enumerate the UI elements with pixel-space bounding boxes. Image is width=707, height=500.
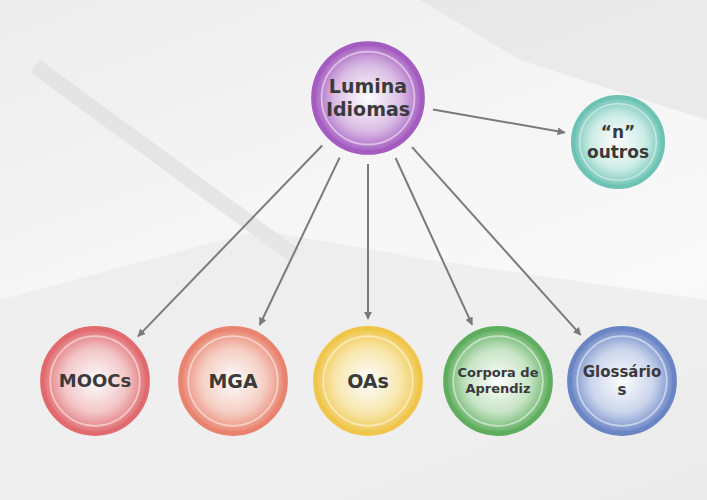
node-text-group: Glossários — [580, 363, 665, 399]
arrow-connector — [396, 158, 473, 325]
faded-notebook — [420, 0, 707, 120]
arrow-connector — [433, 109, 565, 132]
node-text-group: Corpora de Aprendiz — [456, 365, 541, 396]
node-label: MGA — [208, 370, 257, 393]
arrow-connector — [138, 146, 322, 337]
node-label: OAs — [347, 370, 389, 393]
circle-highlight — [322, 52, 415, 145]
node-text-group: “n” outros — [582, 122, 655, 163]
node-label: MOOCs — [59, 370, 131, 392]
circle-highlight — [577, 336, 667, 426]
circle-shape — [42, 328, 147, 433]
arrow-connector — [260, 158, 340, 325]
circle-highlight — [50, 336, 140, 426]
circle-shape — [573, 97, 663, 187]
circle-highlight — [323, 336, 413, 426]
node-text-group: OAs — [347, 370, 389, 393]
circle-shape — [569, 328, 674, 433]
arrow-connector — [367, 164, 369, 319]
circle-node: MGA — [177, 325, 289, 437]
circle-node: OAs — [312, 325, 424, 437]
circle-shape — [313, 43, 422, 152]
circle-highlight — [188, 336, 278, 426]
node-label: “n” outros — [582, 122, 655, 163]
circle-shape — [315, 328, 420, 433]
circle-node: MOOCs — [39, 325, 151, 437]
circle-node: “n” outros — [570, 94, 666, 190]
circle-shape — [180, 328, 285, 433]
node-label: Lumina Idiomas — [324, 75, 412, 121]
node-text-group: MOOCs — [59, 370, 131, 392]
node-label: Glossários — [580, 363, 665, 399]
arrow-connector — [412, 147, 580, 335]
faded-paper — [0, 230, 707, 500]
circle-node: Corpora de Aprendiz — [442, 325, 554, 437]
node-text-group: MGA — [208, 370, 257, 393]
circle-shape — [445, 328, 550, 433]
circle-node: Lumina Idiomas — [310, 40, 426, 156]
circle-highlight — [580, 104, 657, 181]
circle-node: Glossários — [566, 325, 678, 437]
node-label: Corpora de Aprendiz — [456, 365, 541, 396]
node-text-group: Lumina Idiomas — [324, 75, 412, 121]
circle-highlight — [453, 336, 543, 426]
